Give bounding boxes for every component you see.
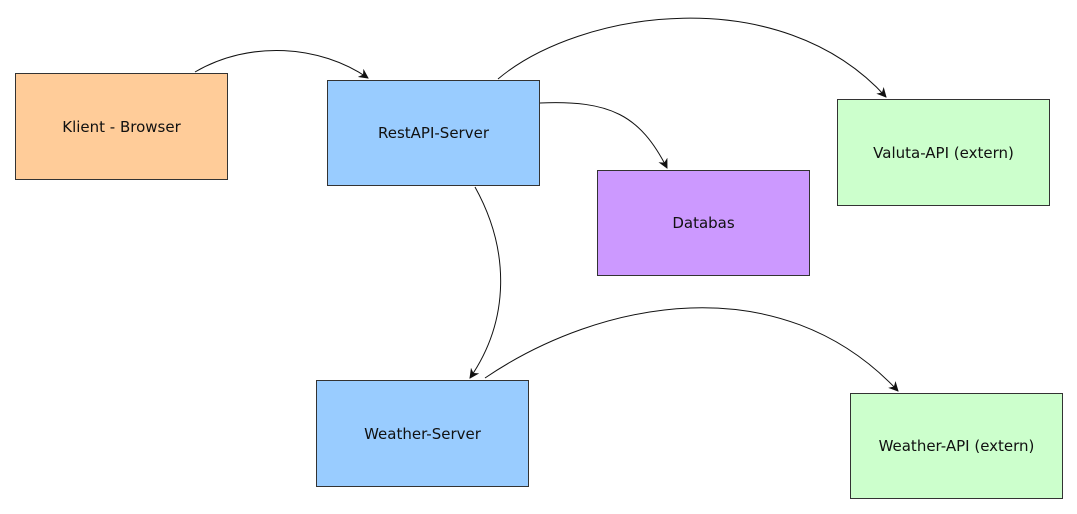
- node-label: Weather-Server: [364, 424, 481, 443]
- node-weather-server: Weather-Server: [316, 380, 529, 487]
- node-valuta-api: Valuta-API (extern): [837, 99, 1050, 206]
- node-label: Valuta-API (extern): [873, 143, 1014, 162]
- node-label: Weather-API (extern): [878, 437, 1035, 455]
- edge-weather-server-to-weather-api: [484, 307, 899, 392]
- node-label: Databas: [672, 214, 735, 232]
- node-restapi-server: RestAPI-Server: [327, 80, 540, 186]
- edge-rest-to-weather-server: [469, 186, 502, 379]
- node-klient-browser: Klient - Browser: [15, 73, 228, 180]
- edge-klient-to-rest: [194, 50, 369, 79]
- node-label: RestAPI-Server: [377, 124, 489, 142]
- edge-rest-to-valuta: [497, 17, 887, 98]
- node-weather-api: Weather-API (extern): [850, 393, 1063, 499]
- edge-rest-to-db: [539, 102, 668, 169]
- node-label: Klient - Browser: [62, 117, 181, 136]
- node-databas: Databas: [597, 170, 810, 276]
